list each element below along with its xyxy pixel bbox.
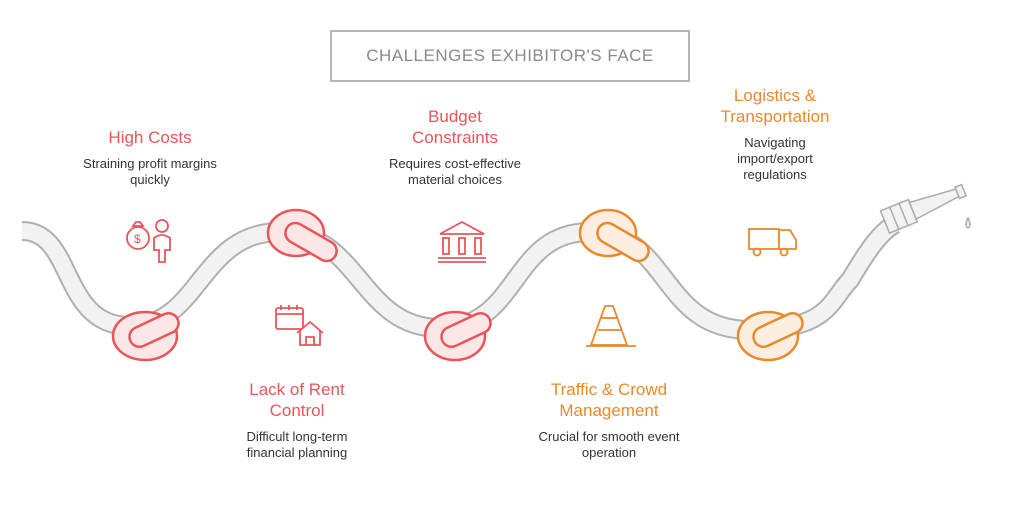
water-drop-icon [965,216,971,229]
desc-line: Requires cost-effective [389,156,521,171]
desc-line: import/export [737,151,813,166]
desc-line: quickly [130,172,170,187]
item-heading: High Costs [108,128,192,147]
desc-line: material choices [408,172,502,187]
heading-line: Lack of Rent [249,380,345,399]
knot-2 [266,208,338,263]
hose-nozzle-icon [879,183,968,235]
desc-line: regulations [743,167,807,182]
heading-line: Transportation [720,107,830,126]
desc-line: Navigating [744,135,806,150]
traffic-cone-icon [586,305,636,347]
knot-3 [423,310,492,362]
desc-line: financial planning [246,445,348,460]
desc-line: operation [581,445,637,460]
heading-line: Traffic & Crowd [550,380,668,399]
bank-building-icon [438,220,486,263]
heading-line: Management [559,401,659,420]
heading-line: Logistics & [733,86,817,105]
knot-1 [111,310,180,362]
desc-line: Straining profit margins [83,156,217,171]
heading-line: Control [269,401,325,420]
knot-5 [736,310,804,362]
desc-line: Crucial for smooth event [538,429,680,444]
calendar-house-icon [275,305,324,346]
money-bag-person-icon: $ [126,219,171,263]
knot-4 [578,208,650,263]
desc-line: Difficult long-term [246,429,348,444]
truck-icon [748,228,797,257]
heading-line: Budget [428,107,482,126]
item-heading: Logistics & Transportation [665,85,885,127]
heading-line: Constraints [412,128,498,147]
page-title: CHALLENGES EXHIBITOR'S FACE [330,30,690,82]
svg-text:$: $ [134,232,141,246]
